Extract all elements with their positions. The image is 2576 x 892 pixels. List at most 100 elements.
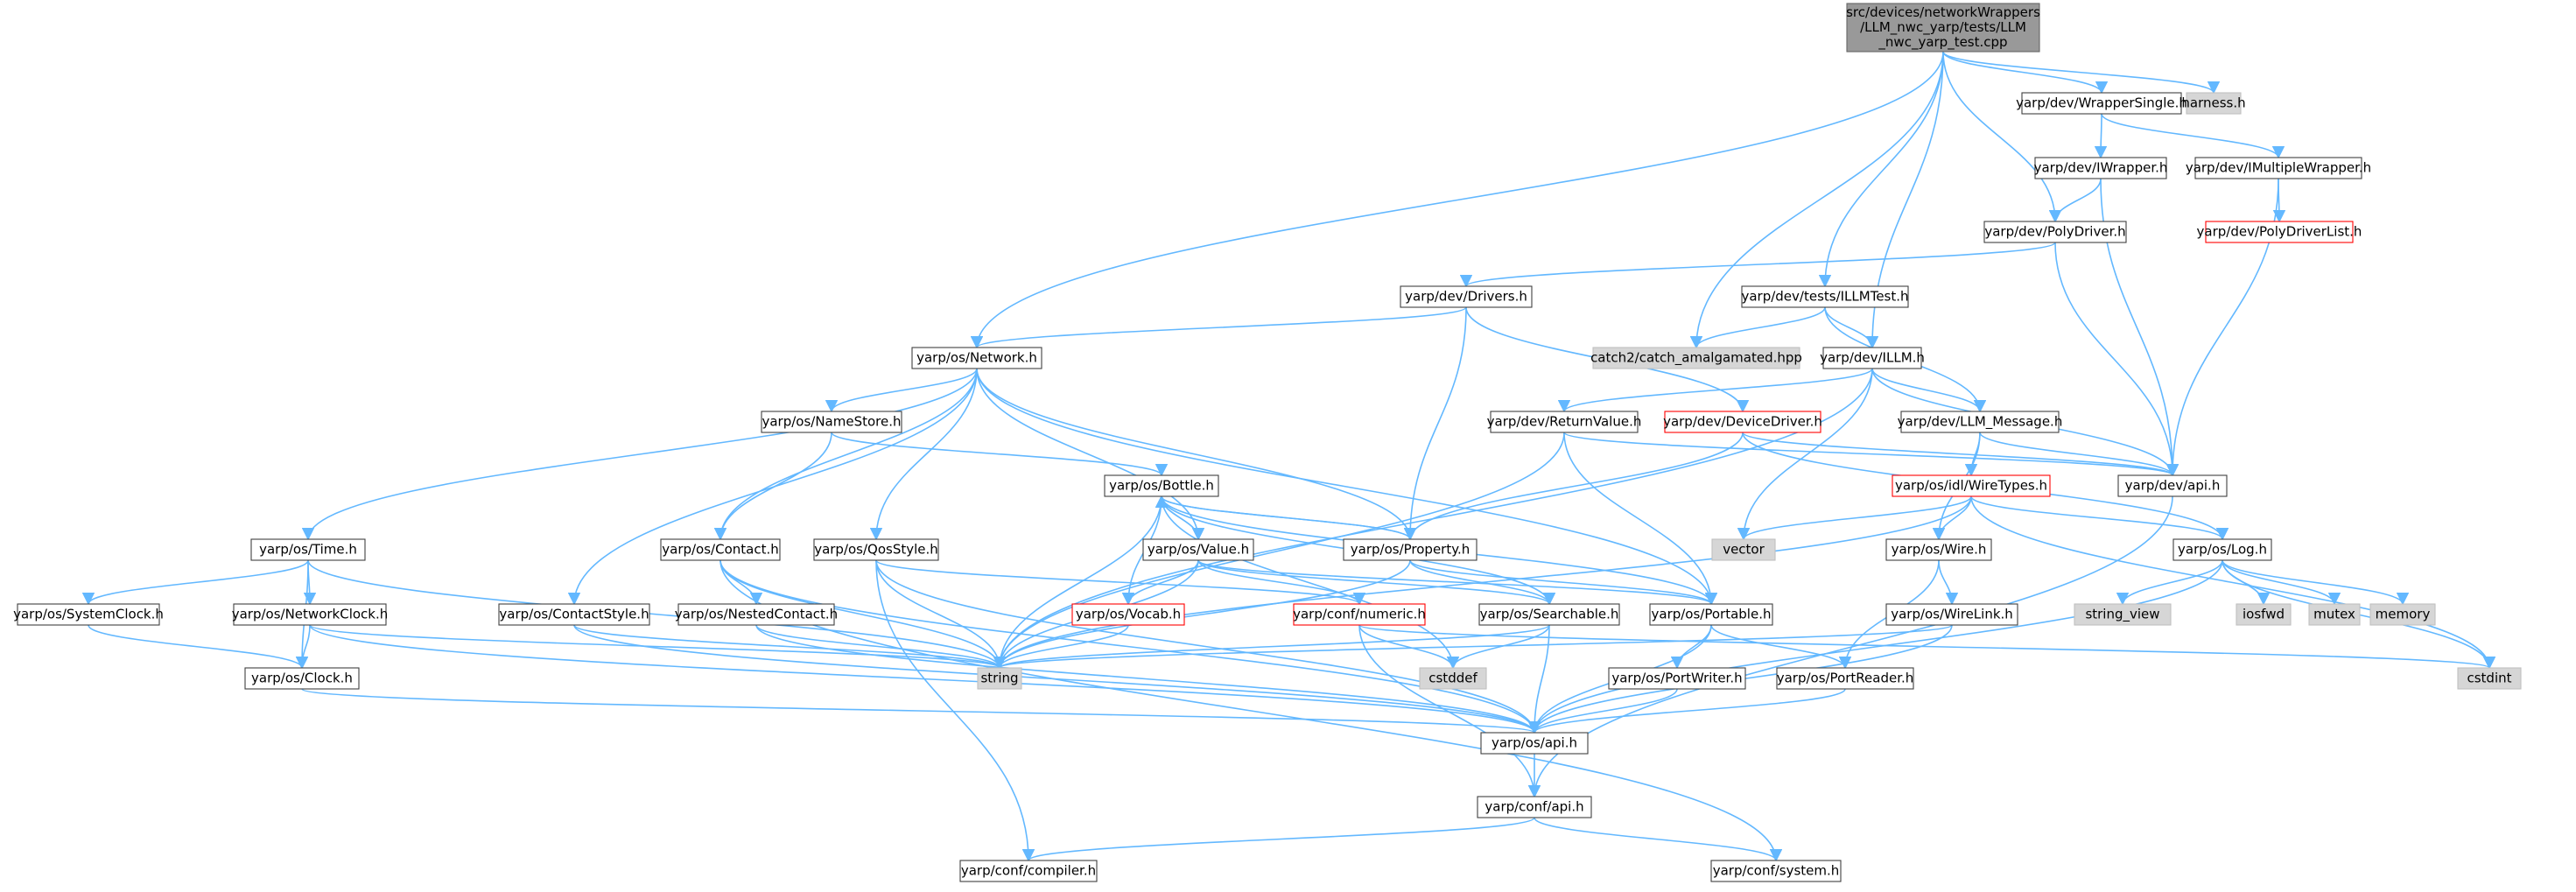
node-root[interactable]: src/devices/networkWrappers/LLM_nwc_yarp… xyxy=(1846,3,2040,53)
node-label: yarp/os/ContactStyle.h xyxy=(499,607,649,622)
node-iwrapper[interactable]: yarp/dev/IWrapper.h xyxy=(2034,157,2168,179)
edge-contact-to-os_api xyxy=(719,559,1541,734)
node-box xyxy=(1104,474,1219,497)
node-box xyxy=(1071,603,1185,626)
node-networkclock[interactable]: yarp/os/NetworkClock.h xyxy=(232,603,389,626)
node-label: yarp/os/QosStyle.h xyxy=(814,542,938,558)
node-polydriver[interactable]: yarp/dev/PolyDriver.h xyxy=(1983,221,2127,243)
node-drivers[interactable]: yarp/dev/Drivers.h xyxy=(1400,285,1533,308)
edge-networkclock-to-clock xyxy=(295,624,311,670)
node-box xyxy=(1983,221,2127,243)
node-polydriverlist[interactable]: yarp/dev/PolyDriverList.h xyxy=(2197,221,2362,243)
node-numeric[interactable]: yarp/conf/numeric.h xyxy=(1293,603,1426,626)
node-box xyxy=(2457,667,2522,690)
edge-networkclock-to-os_api xyxy=(309,624,1541,734)
edge-illm-to-returnvalue xyxy=(1558,368,1873,413)
edge-illmtest-to-catch2 xyxy=(1689,306,1826,349)
node-box xyxy=(2194,157,2362,179)
node-bottle[interactable]: yarp/os/Bottle.h xyxy=(1104,474,1219,497)
edge-returnvalue-to-portable xyxy=(1563,432,1718,606)
edge-log-to-mutex xyxy=(2222,559,2341,606)
edge-llm_message-to-wiretypes xyxy=(1964,432,1981,477)
node-conf-api[interactable]: yarp/conf/api.h xyxy=(1477,796,1592,818)
node-string: string xyxy=(977,667,1022,690)
edge-conf_api-to-compiler xyxy=(1022,817,1535,862)
node-wiretypes[interactable]: yarp/os/idl/WireTypes.h xyxy=(1892,474,2051,497)
node-wrapper-single[interactable]: yarp/dev/WrapperSingle.h xyxy=(2016,92,2187,115)
node-label: src/devices/networkWrappers xyxy=(1846,4,2040,20)
node-system[interactable]: yarp/conf/system.h xyxy=(1710,860,1842,882)
node-catch2: catch2/catch_amalgamated.hpp xyxy=(1590,347,1802,369)
node-contact[interactable]: yarp/os/Contact.h xyxy=(660,538,781,561)
node-vocab[interactable]: yarp/os/Vocab.h xyxy=(1071,603,1185,626)
node-llm-message[interactable]: yarp/dev/LLM_Message.h xyxy=(1898,411,2063,433)
node-box xyxy=(17,603,160,626)
node-compiler[interactable]: yarp/conf/compiler.h xyxy=(959,860,1098,882)
edge-dev_api-to-conf_api xyxy=(1527,495,2173,798)
node-searchable[interactable]: yarp/os/Searchable.h xyxy=(1478,603,1620,626)
node-label: yarp/os/Vocab.h xyxy=(1076,607,1181,622)
node-box xyxy=(1477,796,1592,818)
node-box xyxy=(233,603,387,626)
edge-nestedcontact-to-string xyxy=(755,624,1007,670)
node-string-view: string_view xyxy=(2074,603,2172,626)
node-portwriter[interactable]: yarp/os/PortWriter.h xyxy=(1608,667,1746,690)
node-box xyxy=(1822,347,1922,369)
node-label: yarp/dev/ReturnValue.h xyxy=(1487,414,1642,430)
node-memory: memory xyxy=(2369,603,2436,626)
node-returnvalue[interactable]: yarp/dev/ReturnValue.h xyxy=(1487,411,1642,433)
node-box xyxy=(244,667,360,690)
node-box xyxy=(1592,347,1800,369)
node-systemclock[interactable]: yarp/os/SystemClock.h xyxy=(13,603,164,626)
node-time[interactable]: yarp/os/Time.h xyxy=(250,538,366,561)
node-devicedriver[interactable]: yarp/dev/DeviceDriver.h xyxy=(1663,411,1822,433)
node-illm[interactable]: yarp/dev/ILLM.h xyxy=(1820,347,1925,369)
edge-time-to-string xyxy=(307,559,1007,670)
node-contactstyle[interactable]: yarp/os/ContactStyle.h xyxy=(498,603,650,626)
edge-returnvalue-to-string xyxy=(993,432,1565,670)
node-label: yarp/dev/tests/ILLMTest.h xyxy=(1741,289,1908,305)
node-box xyxy=(1293,603,1426,626)
node-cstddef: cstddef xyxy=(1419,667,1487,690)
edge-contact-to-nestedcontact xyxy=(719,559,763,606)
edge-drivers-to-property xyxy=(1403,306,1467,541)
node-layer: src/devices/networkWrappers/LLM_nwc_yarp… xyxy=(13,3,2522,882)
edge-root-to-wrapper_single xyxy=(1942,51,2109,95)
edge-network-to-qosstyle xyxy=(869,368,978,541)
edge-property-to-portable xyxy=(1409,559,1718,606)
node-dev-api[interactable]: yarp/dev/api.h xyxy=(2117,474,2228,497)
edge-portable-to-portwriter xyxy=(1670,624,1712,670)
node-namestore[interactable]: yarp/os/NameStore.h xyxy=(761,411,902,433)
node-box xyxy=(2074,603,2172,626)
node-iosfwd: iosfwd xyxy=(2236,603,2292,626)
node-vector: vector xyxy=(1711,538,1776,561)
node-value[interactable]: yarp/os/Value.h xyxy=(1142,538,1254,561)
node-clock[interactable]: yarp/os/Clock.h xyxy=(244,667,360,690)
node-os-api[interactable]: yarp/os/api.h xyxy=(1480,732,1589,755)
edge-conf_api-to-system xyxy=(1534,817,1783,862)
node-wirelink[interactable]: yarp/os/WireLink.h xyxy=(1885,603,2018,626)
node-qosstyle[interactable]: yarp/os/QosStyle.h xyxy=(813,538,939,561)
node-property[interactable]: yarp/os/Property.h xyxy=(1343,538,1478,561)
node-network[interactable]: yarp/os/Network.h xyxy=(911,347,1042,369)
node-illmtest[interactable]: yarp/dev/tests/ILLMTest.h xyxy=(1741,285,1909,308)
node-cstdint: cstdint xyxy=(2457,667,2522,690)
node-nestedcontact[interactable]: yarp/os/NestedContact.h xyxy=(675,603,838,626)
node-log[interactable]: yarp/os/Log.h xyxy=(2172,538,2272,561)
node-label: string_view xyxy=(2085,607,2159,623)
node-label: yarp/conf/system.h xyxy=(1713,863,1840,879)
edge-root-to-catch2 xyxy=(1689,51,1944,349)
node-imultiple[interactable]: yarp/dev/IMultipleWrapper.h xyxy=(2186,157,2371,179)
node-box xyxy=(1480,732,1589,755)
node-portable[interactable]: yarp/os/Portable.h xyxy=(1649,603,1773,626)
node-box xyxy=(761,411,902,433)
node-box xyxy=(1649,603,1773,626)
node-label: yarp/os/Bottle.h xyxy=(1109,478,1214,494)
edge-qosstyle-to-os_api xyxy=(875,559,1541,734)
node-box xyxy=(1400,285,1533,308)
edge-contactstyle-to-string xyxy=(573,624,1006,670)
node-portreader[interactable]: yarp/os/PortReader.h xyxy=(1776,667,1914,690)
edge-portreader-to-os_api xyxy=(1528,688,1846,734)
node-wire[interactable]: yarp/os/Wire.h xyxy=(1885,538,1992,561)
